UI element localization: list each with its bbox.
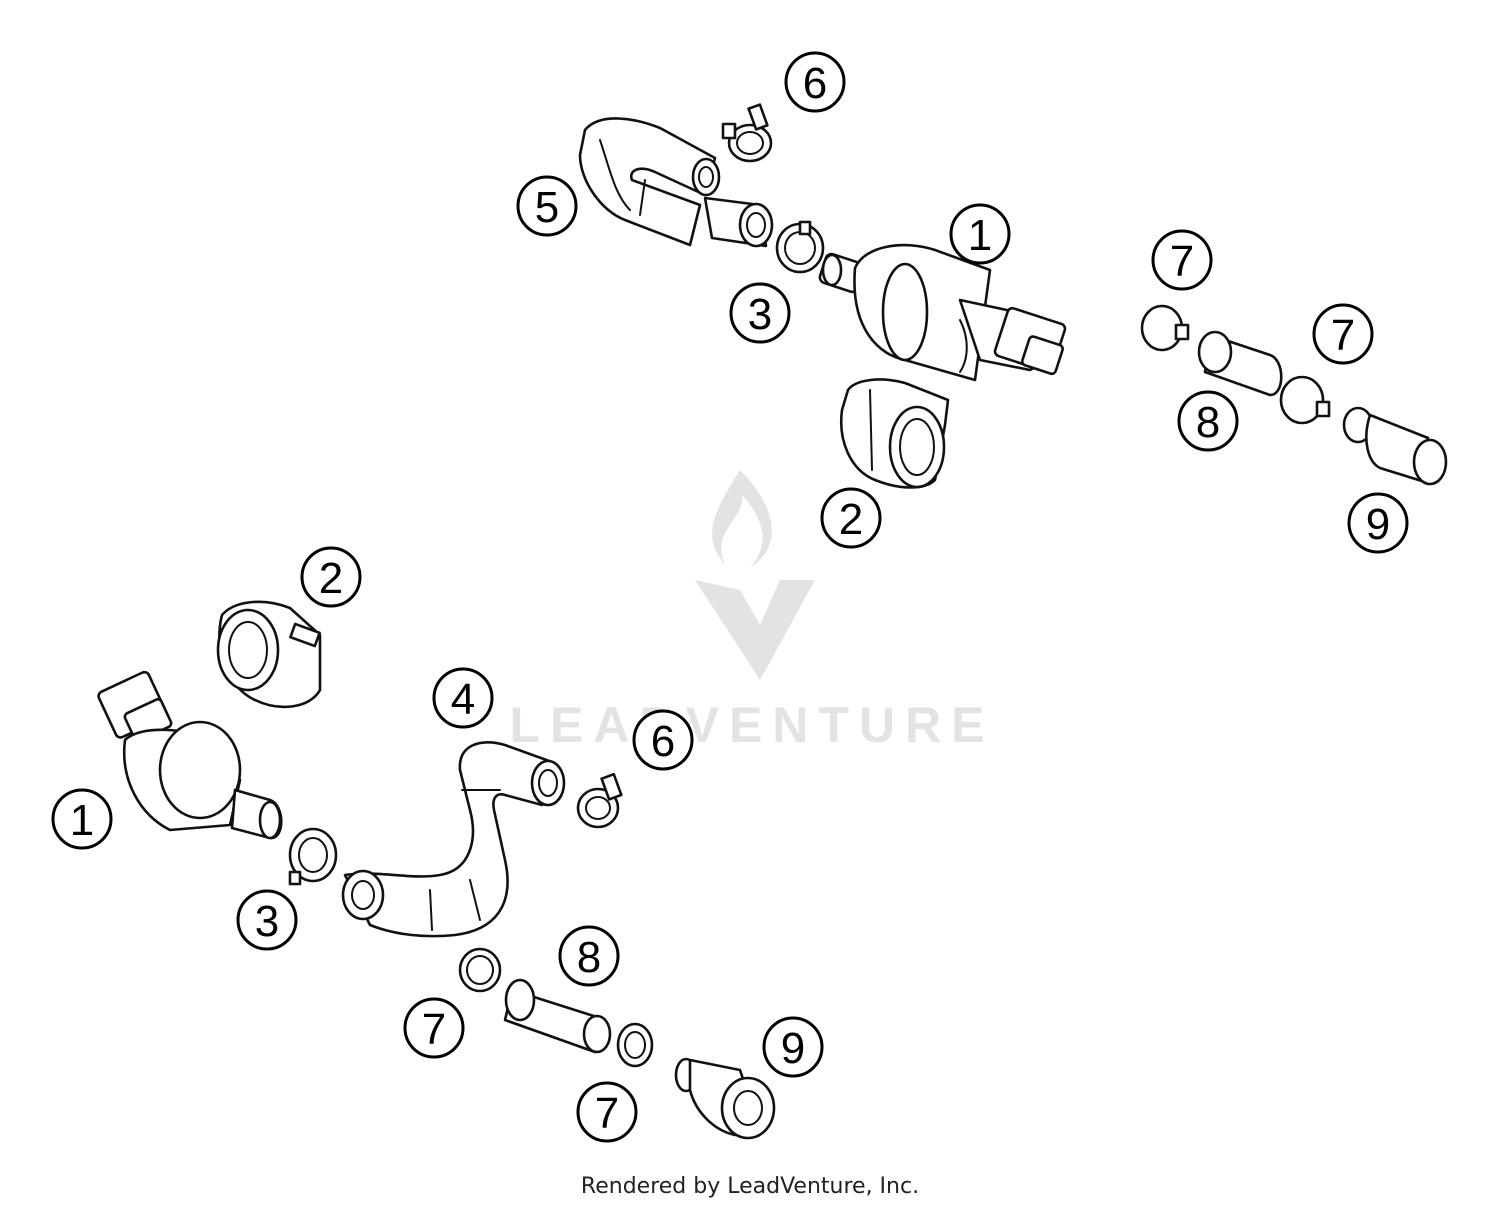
leadventure-watermark: LEADVENTURE (509, 470, 994, 753)
tube-8-upper (1197, 330, 1283, 397)
callout-3-upper: 3 (729, 282, 791, 344)
clamp-7b-lower (616, 1022, 654, 1068)
svg-text:1: 1 (70, 796, 94, 845)
bracket-2-lower (216, 600, 322, 709)
clamp-7a-lower (458, 947, 502, 993)
bracket-2-upper (839, 378, 950, 489)
callout-5-upper: 5 (516, 175, 578, 237)
valve-1-lower (97, 670, 283, 840)
svg-text:7: 7 (422, 1005, 446, 1054)
svg-text:7: 7 (595, 1089, 619, 1138)
svg-text:6: 6 (803, 59, 827, 108)
svg-text:2: 2 (839, 495, 863, 544)
clamp-3-lower (288, 827, 338, 886)
callout-8-upper: 8 (1177, 390, 1239, 452)
callout-9-lower: 9 (762, 1016, 824, 1078)
callout-9-upper: 9 (1347, 492, 1409, 554)
watermark-text: LEADVENTURE (509, 697, 994, 753)
svg-text:4: 4 (451, 675, 475, 724)
rendered-by-credit: Rendered by LeadVenture, Inc. (580, 1174, 920, 1199)
hose-5-upper (578, 117, 774, 248)
callout-7b-upper: 7 (1312, 303, 1374, 365)
svg-text:2: 2 (319, 554, 343, 603)
callout-3-lower: 3 (236, 889, 298, 951)
callout-7a-upper: 7 (1151, 229, 1213, 291)
callout-2-lower: 2 (300, 546, 362, 608)
svg-text:3: 3 (748, 290, 772, 339)
clamp-6-lower (576, 772, 623, 829)
tube-8-lower (503, 978, 612, 1054)
callout-4-lower: 4 (432, 667, 494, 729)
svg-text:5: 5 (535, 183, 559, 232)
clamp-6-upper (721, 103, 773, 163)
callout-1-upper: 1 (949, 203, 1011, 265)
svg-text:9: 9 (781, 1024, 805, 1073)
svg-text:1: 1 (968, 211, 992, 260)
hose-4-lower (341, 741, 566, 938)
valve-1-upper (818, 243, 1067, 382)
callout-1-lower: 1 (51, 788, 113, 850)
clamp-3-upper (775, 220, 825, 274)
svg-text:3: 3 (255, 897, 279, 946)
svg-text:8: 8 (1196, 398, 1220, 447)
fitting-9-lower (674, 1057, 776, 1140)
callout-6-lower: 6 (632, 709, 694, 771)
callout-7b-lower: 7 (576, 1081, 638, 1143)
svg-text:7: 7 (1170, 237, 1194, 286)
svg-text:9: 9 (1366, 500, 1390, 549)
clamp-7b-upper (1279, 375, 1331, 425)
callout-7a-lower: 7 (403, 997, 465, 1059)
svg-text:6: 6 (651, 717, 675, 766)
callout-8-lower: 8 (558, 925, 620, 987)
svg-text:7: 7 (1331, 311, 1355, 360)
fitting-9-upper (1342, 406, 1448, 486)
callout-2-upper: 2 (820, 487, 882, 549)
clamp-7a-upper (1140, 304, 1190, 352)
callout-6-upper: 6 (784, 51, 846, 113)
svg-text:8: 8 (577, 933, 601, 982)
